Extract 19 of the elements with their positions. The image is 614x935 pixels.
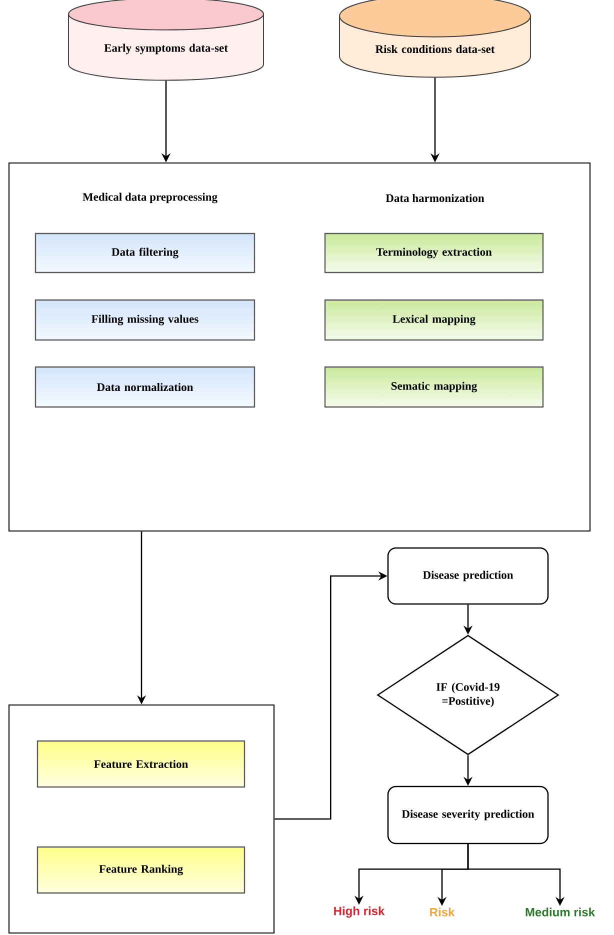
process-box: Filling missing values — [34, 299, 256, 341]
process-box: Terminology extraction — [324, 232, 544, 274]
process-box: Sematic mapping — [324, 366, 544, 408]
process-box: Feature Ranking — [36, 846, 246, 894]
section-heading: Medical data preprocessing — [82, 192, 218, 204]
group-box — [8, 704, 275, 934]
group-box — [8, 162, 591, 532]
outcome-label: High risk — [334, 906, 385, 918]
process-box: Disease prediction — [387, 547, 549, 605]
section-heading: Data harmonization — [386, 194, 484, 202]
database-cylinder: Risk conditions data-set — [339, 0, 531, 78]
process-box: Feature Extraction — [36, 740, 246, 788]
outcome-label: Medium risk — [526, 908, 595, 916]
database-cylinder: Early symptoms data-set — [68, 0, 264, 81]
process-box: Lexical mapping — [324, 299, 544, 341]
process-box: Data filtering — [34, 232, 256, 274]
process-box: Data normalization — [34, 366, 256, 408]
process-box: Disease severity prediction — [387, 786, 549, 844]
outcome-label: Risk — [430, 908, 455, 916]
